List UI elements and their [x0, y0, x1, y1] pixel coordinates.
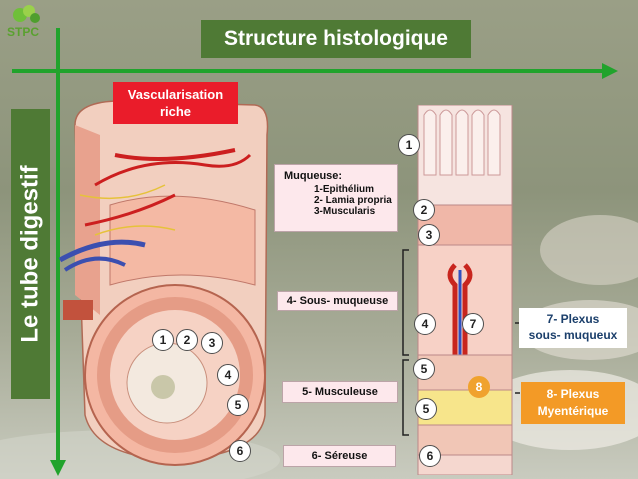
vascularisation-label: Vascularisation riche [113, 82, 238, 124]
marker-1-right: 1 [398, 134, 420, 156]
musculeuse-label: 5- Musculeuse [282, 381, 398, 403]
page-title-text: Structure histologique [223, 27, 448, 50]
vertical-title: Le tube digestif [11, 109, 50, 399]
marker-4-right: 4 [414, 313, 436, 335]
page-title: Structure histologique [201, 20, 471, 58]
marker-5-left: 5 [227, 394, 249, 416]
muqueuse-item-3: 3-Muscularis [314, 206, 376, 217]
plexus7-line2: sous- muqueux [528, 328, 618, 342]
musculeuse-text: 5- Musculeuse [302, 386, 378, 398]
vascularisation-line2: riche [159, 104, 192, 119]
plexus8-line2: Myentérique [537, 404, 609, 418]
wall-layers-illustration [417, 105, 513, 475]
marker-6-left: 6 [229, 440, 251, 462]
marker-8-right: 8 [468, 376, 490, 398]
sous-muqueuse-text: 4- Sous- muqueuse [286, 295, 389, 307]
marker-3-right: 3 [418, 224, 440, 246]
muqueuse-heading: Muqueuse: [284, 170, 343, 182]
plexus7-line1: 7- Plexus [546, 312, 600, 326]
marker-5a-right: 5 [413, 358, 435, 380]
marker-2-right: 2 [413, 199, 435, 221]
marker-4-left: 4 [217, 364, 239, 386]
marker-5b-right: 5 [415, 398, 437, 420]
marker-1-left: 1 [152, 329, 174, 351]
marker-3-left: 3 [201, 332, 223, 354]
plexus-sous-muqueux-label: 7- Plexus sous- muqueux [519, 308, 627, 348]
sereuse-label: 6- Séreuse [283, 445, 396, 467]
sous-muqueuse-label: 4- Sous- muqueuse [277, 291, 398, 311]
logo-text: STPC [7, 25, 39, 39]
stpc-logo: STPC [7, 5, 40, 39]
muqueuse-item-1: 1-Epithélium [314, 184, 375, 195]
marker-2-left: 2 [176, 329, 198, 351]
muqueuse-item-2: 2- Lamia propria [314, 195, 392, 206]
plexus8-line1: 8- Plexus [546, 387, 600, 401]
sereuse-text: 6- Séreuse [311, 450, 368, 462]
muqueuse-box: Muqueuse: 1-Epithélium 2- Lamia propria … [274, 164, 398, 232]
vascularisation-line1: Vascularisation [127, 87, 224, 102]
marker-6-right: 6 [419, 445, 441, 467]
marker-7-right: 7 [462, 313, 484, 335]
plexus-myenterique-label: 8- Plexus Myentérique [521, 382, 625, 424]
